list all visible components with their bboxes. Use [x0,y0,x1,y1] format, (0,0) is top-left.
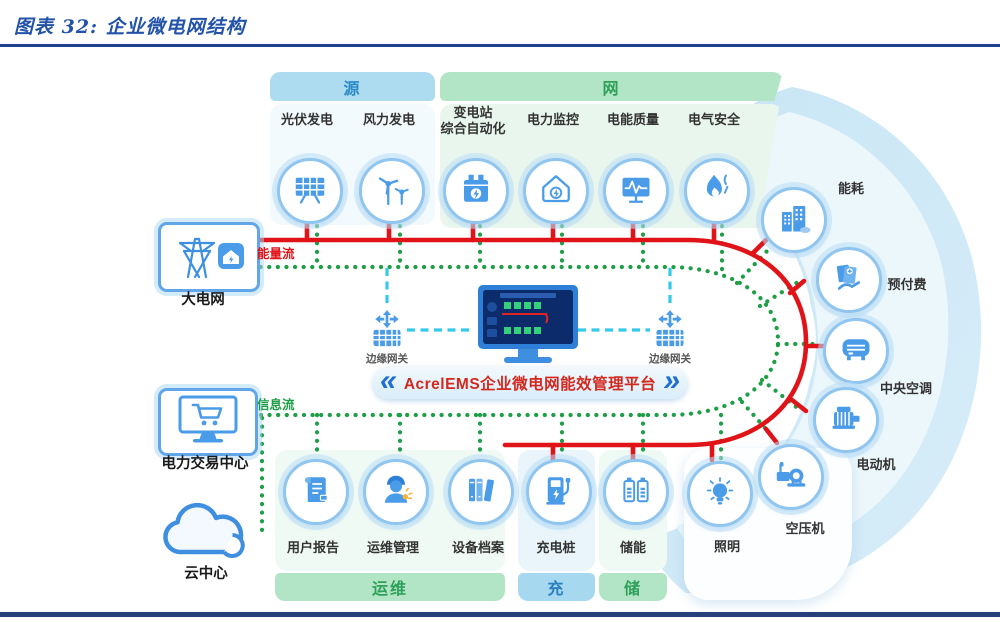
section-charging-footer: 充 [518,573,595,601]
item-label: 电能质量 [606,112,660,127]
wind-turbine-icon [359,158,425,224]
substation-icon [443,158,509,224]
air-compressor-icon [758,444,824,510]
item-label: 设备档案 [451,540,505,555]
edge-gateway-icon [652,308,688,350]
right-chevron-icon: » [663,363,680,397]
item-label: 预付费 [887,277,927,292]
motor-icon [813,387,879,453]
big-grid-node [158,222,260,292]
section-storage-footer: 储 [599,573,667,601]
power-quality-icon [603,158,669,224]
solar-panel-icon [277,158,343,224]
item-label: 中央空调 [879,381,933,396]
section-source-header: 源 [270,72,435,101]
central-ac-icon [823,318,889,384]
battery-storage-icon [603,459,669,525]
item-label: 变电站综合自动化 [440,105,506,137]
report-icon [283,459,349,525]
info-flow-label: 信息流 [257,398,295,412]
prepaid-fee-icon [816,247,882,313]
platform-banner-text: AcrelEMS企业微电网能效管理平台 [403,376,657,393]
trading-center-node [158,388,258,456]
item-label: 储能 [619,540,647,555]
dashboard-monitor-icon [470,283,586,367]
left-chevron-icon: « [380,363,397,397]
top-rule [0,44,1000,47]
platform-banner: « AcrelEMS企业微电网能效管理平台 » [373,363,687,399]
power-monitor-icon [523,158,589,224]
charging-pile-icon [526,459,592,525]
item-label: 电力监控 [526,112,580,127]
figure-title: 图表 32: 企业微电网结构 [14,16,246,38]
item-label: 照明 [713,539,741,554]
cloud-center-label: 云中心 [184,566,228,582]
item-label: 电气安全 [687,112,741,127]
maintenance-worker-icon [363,459,429,525]
item-label: 能耗 [837,181,865,196]
item-label: 用户报告 [286,540,340,555]
building-energy-icon [761,187,827,253]
cloud-icon [152,498,256,564]
bottom-rule [0,612,1000,617]
item-label: 光伏发电 [280,112,334,127]
section-operation-footer: 运维 [275,573,505,601]
section-grid-header: 网 [440,72,783,101]
big-grid-label: 大电网 [181,292,225,308]
edge-gateway-icon [369,308,405,350]
electric-safety-icon [684,158,750,224]
energy-flow-label: 能量流 [257,247,295,261]
archive-books-icon [448,459,514,525]
item-label: 风力发电 [362,112,416,127]
lighting-icon [687,461,753,527]
item-label: 运维管理 [366,540,420,555]
item-label: 电动机 [856,457,896,472]
item-label: 空压机 [785,521,825,536]
item-label: 充电桩 [536,540,576,555]
trading-center-label: 电力交易中心 [161,456,249,472]
